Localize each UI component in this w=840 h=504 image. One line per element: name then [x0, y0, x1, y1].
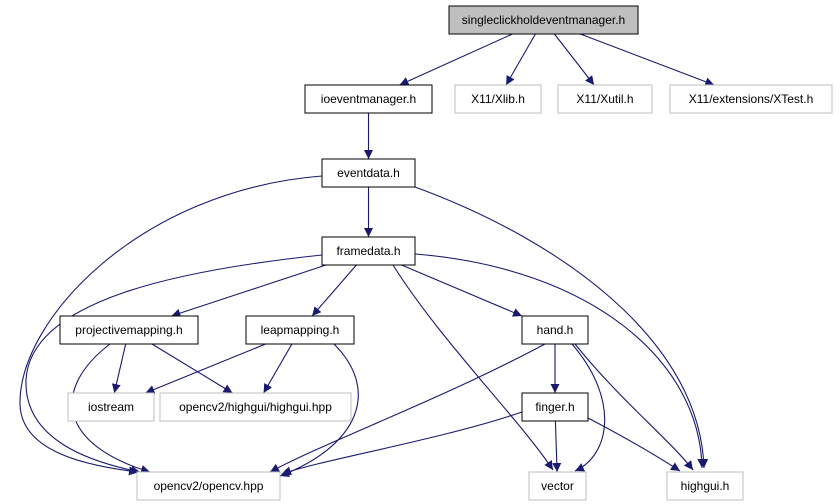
edge-finger-to-vector — [552, 420, 562, 473]
node-label-framedata: framedata.h — [336, 244, 400, 258]
edge-eventdata-to-highguih — [414, 186, 709, 469]
edge-leap-to-iostream — [145, 343, 266, 394]
node-xtest: X11/extensions/XTest.h — [669, 84, 833, 114]
node-label-ioevent: ioeventmanager.h — [321, 92, 416, 106]
node-highguihpp: opencv2/highgui/highgui.hpp — [159, 392, 352, 422]
node-box-eventdata — [321, 158, 416, 188]
node-box-highguih — [666, 471, 744, 501]
edge-framedata-to-vector — [392, 264, 554, 471]
edge-hand-to-vector — [571, 343, 606, 472]
edge-eventdata-to-opencv — [19, 175, 323, 476]
node-label-singleclick: singleclickholdeventmanager.h — [462, 13, 625, 27]
node-label-leap: leapmapping.h — [261, 323, 340, 337]
edge-finger-to-opencv — [281, 411, 523, 476]
node-label-highguih: highgui.h — [681, 479, 730, 493]
node-box-framedata — [321, 236, 416, 266]
node-box-ioevent — [304, 84, 433, 114]
node-ioevent[interactable]: ioeventmanager.h — [304, 84, 433, 114]
node-eventdata[interactable]: eventdata.h — [321, 158, 416, 188]
node-box-iostream — [67, 392, 155, 422]
node-box-projective — [59, 315, 199, 345]
node-iostream: iostream — [67, 392, 155, 422]
node-hand[interactable]: hand.h — [521, 315, 589, 345]
node-box-hand — [521, 315, 589, 345]
node-opencv: opencv2/opencv.hpp — [136, 471, 281, 501]
node-box-xutil — [557, 84, 653, 114]
node-finger[interactable]: finger.h — [521, 392, 589, 422]
node-box-xlib — [454, 84, 542, 114]
node-framedata[interactable]: framedata.h — [321, 236, 416, 266]
node-label-hand: hand.h — [537, 323, 574, 337]
edge-framedata-to-leap — [311, 264, 357, 317]
edge-framedata-to-opencv — [25, 254, 323, 475]
edge-framedata-to-hand — [401, 264, 523, 317]
edge-framedata-to-projective — [171, 264, 327, 318]
node-box-vector — [528, 471, 587, 501]
node-box-singleclick — [448, 5, 639, 35]
edges-layer — [19, 33, 715, 477]
node-highguih: highgui.h — [666, 471, 744, 501]
node-projective[interactable]: projectivemapping.h — [59, 315, 199, 345]
node-label-xtest: X11/extensions/XTest.h — [689, 92, 814, 106]
edge-finger-to-highguih — [587, 417, 681, 472]
node-box-finger — [521, 392, 589, 422]
node-xlib: X11/Xlib.h — [454, 84, 542, 114]
node-label-iostream: iostream — [88, 400, 134, 414]
node-label-finger: finger.h — [535, 400, 574, 414]
edge-singleclick-to-xlib — [505, 33, 536, 86]
nodes-layer: singleclickholdeventmanager.h ioeventmana… — [59, 5, 833, 501]
edge-projective-to-iostream — [111, 343, 127, 394]
edge-singleclick-to-ioevent — [399, 33, 513, 86]
edge-leap-to-opencv — [279, 343, 359, 477]
edge-hand-to-opencv — [269, 343, 546, 473]
edge-singleclick-to-xtest — [580, 33, 715, 87]
node-label-eventdata: eventdata.h — [337, 166, 400, 180]
node-vector: vector — [528, 471, 587, 501]
edge-leap-to-highguihpp — [263, 343, 293, 394]
node-label-opencv: opencv2/opencv.hpp — [154, 479, 264, 493]
node-label-highguihpp: opencv2/highgui/highgui.hpp — [179, 400, 332, 414]
node-box-highguihpp — [159, 392, 352, 422]
node-singleclick[interactable]: singleclickholdeventmanager.h — [448, 5, 639, 35]
edge-framedata-to-highguih — [414, 253, 707, 469]
node-label-projective: projectivemapping.h — [75, 323, 182, 337]
node-label-xutil: X11/Xutil.h — [576, 92, 633, 106]
node-box-xtest — [669, 84, 833, 114]
node-label-vector: vector — [541, 479, 574, 493]
node-label-xlib: X11/Xlib.h — [471, 92, 525, 106]
node-box-leap — [245, 315, 355, 345]
node-xutil: X11/Xutil.h — [557, 84, 653, 114]
edge-projective-to-highguihpp — [151, 343, 233, 394]
edge-singleclick-to-xutil — [553, 33, 595, 86]
node-box-opencv — [136, 471, 281, 501]
edge-hand-to-highguih — [574, 343, 694, 471]
node-leap[interactable]: leapmapping.h — [245, 315, 355, 345]
